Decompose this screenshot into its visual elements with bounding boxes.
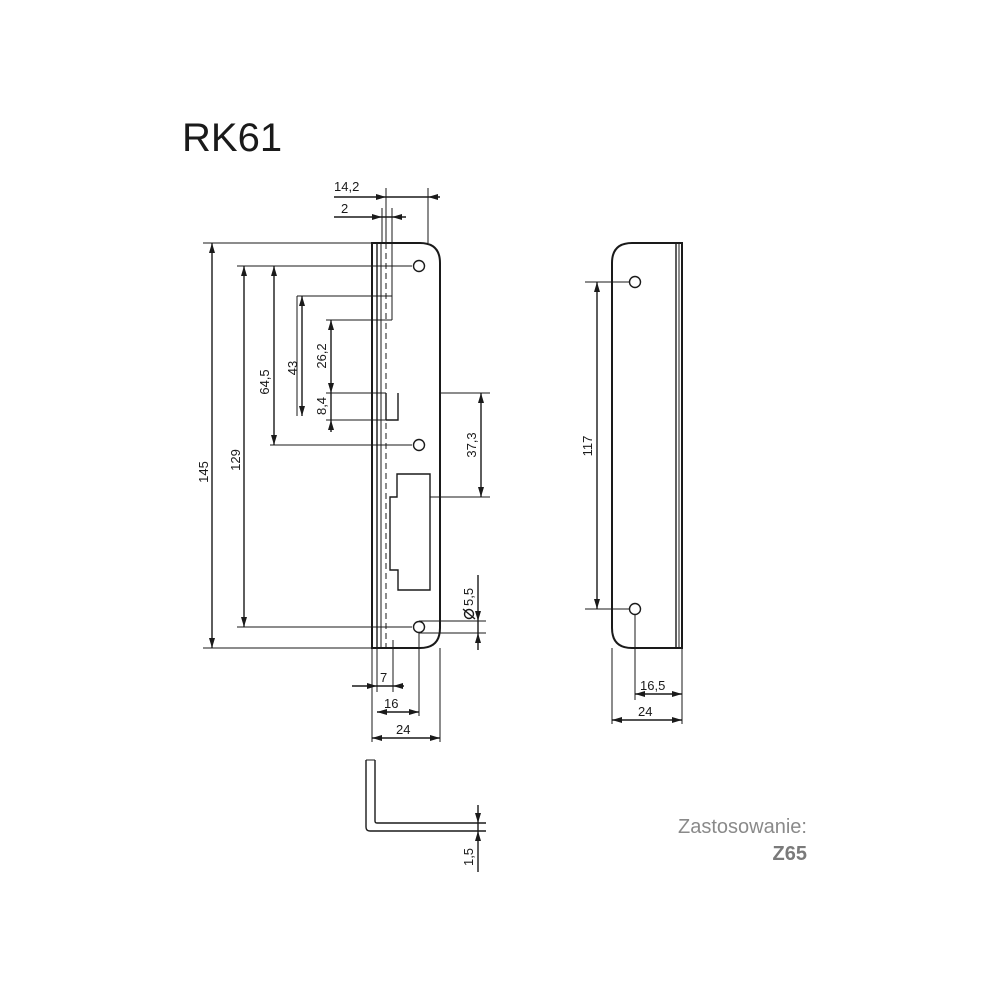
dim-24-side: 24 [638, 704, 652, 719]
dim-1-5: 1,5 [461, 848, 476, 866]
dim-16: 16 [384, 696, 398, 711]
side-view-plate [611, 242, 683, 649]
side-bottom-hole [628, 602, 642, 616]
dim-8-4: 8,4 [314, 397, 329, 415]
dim-145: 145 [196, 461, 211, 483]
front-top-dimensions [334, 188, 440, 243]
dim-24: 24 [396, 722, 410, 737]
middle-hole [412, 438, 426, 452]
side-top-hole [628, 275, 642, 289]
dim-43: 43 [285, 361, 300, 375]
front-bottom-dimensions [352, 633, 441, 742]
top-hole [412, 259, 426, 273]
dim-129: 129 [228, 449, 243, 471]
usage-label: Zastosowanie: [678, 816, 807, 838]
part-title: RK61 [182, 116, 283, 160]
dim-16-5: 16,5 [640, 678, 665, 693]
dim-14-2: 14,2 [334, 179, 359, 194]
section-profile [365, 759, 486, 872]
dim-diameter-group: 5,5 [461, 588, 476, 620]
dim-2: 2 [341, 201, 348, 216]
dimension-labels: 14,2 2 145 129 64,5 43 26,2 8,4 37,3 5,5… [196, 179, 665, 866]
dim-117: 117 [580, 436, 595, 457]
dim-26-2: 26,2 [314, 343, 329, 368]
dim-7: 7 [380, 670, 387, 685]
dim-5-5: 5,5 [461, 588, 476, 606]
front-left-dimensions [203, 242, 412, 649]
usage-value: Z65 [772, 843, 807, 865]
dim-64-5: 64,5 [257, 369, 272, 394]
side-dimensions [585, 281, 683, 724]
bottom-hole [412, 620, 426, 634]
dim-37-3: 37,3 [464, 432, 479, 457]
front-right-dimensions [419, 392, 490, 650]
diameter-symbol-icon [463, 608, 475, 620]
